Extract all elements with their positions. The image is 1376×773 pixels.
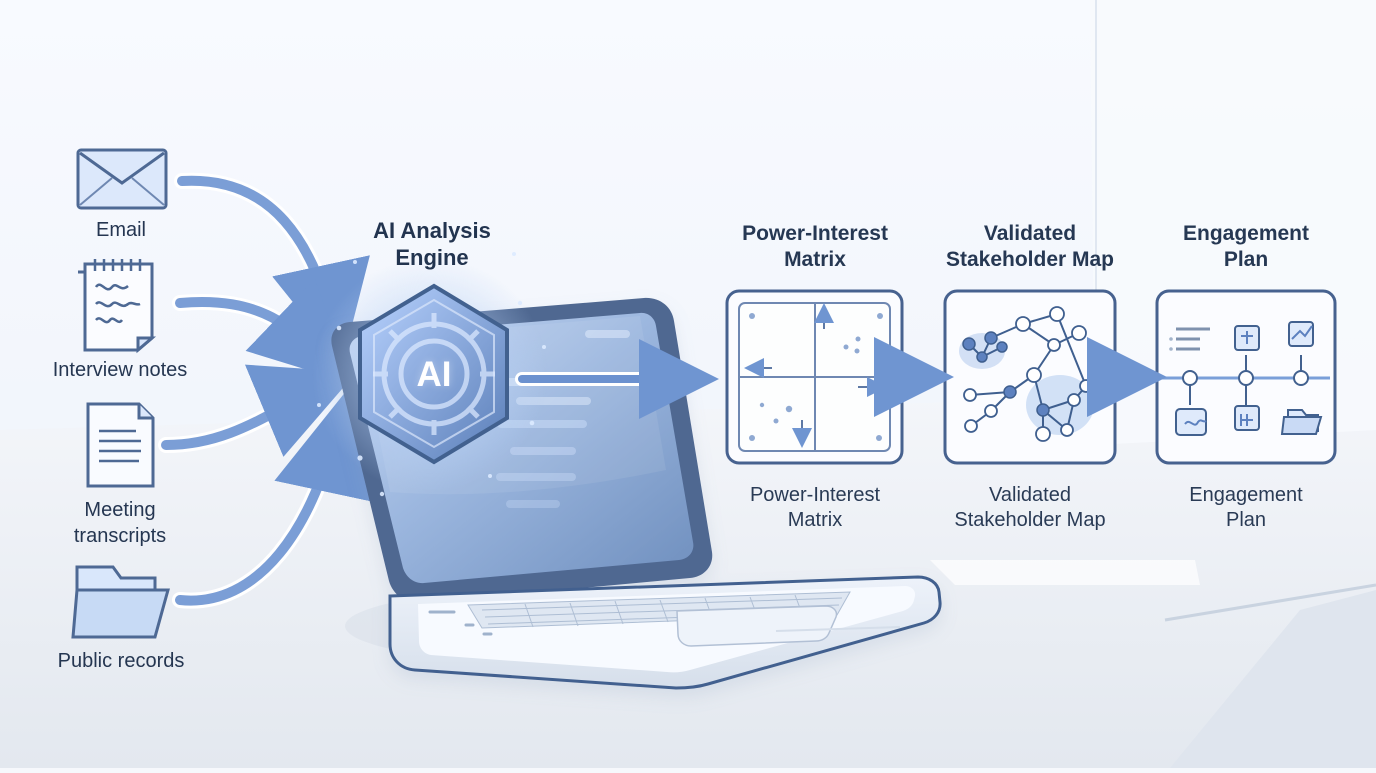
power-interest-matrix-title: Power-Interest Matrix — [742, 222, 888, 271]
public-records-label: Public records — [57, 650, 185, 672]
timeline-icon — [1161, 321, 1330, 436]
matrix-icon — [738, 302, 891, 452]
envelope-icon — [76, 148, 168, 210]
network-icon — [959, 306, 1094, 442]
notepad-icon — [78, 259, 157, 354]
folder-icon — [71, 565, 170, 639]
validated-stakeholder-map-title: Validated Stakeholder Map — [945, 222, 1115, 271]
interview-notes-label: Interview notes — [52, 359, 188, 381]
ai-badge-label: AI — [416, 355, 452, 394]
engagement-plan-caption: Engagement Plan — [1189, 484, 1303, 531]
ai-analysis-engine-title: AI Analysis Engine — [373, 218, 491, 270]
meeting-transcripts-label: Meeting transcripts — [73, 499, 167, 547]
validated-stakeholder-map-caption: Validated Stakeholder Map — [954, 484, 1106, 531]
engagement-plan-title: Engagement Plan — [1182, 222, 1310, 271]
gear-hex-icon — [358, 283, 509, 465]
document-icon — [86, 402, 155, 488]
power-interest-matrix-caption: Power-Interest Matrix — [749, 484, 881, 531]
email-label: Email — [95, 219, 146, 241]
